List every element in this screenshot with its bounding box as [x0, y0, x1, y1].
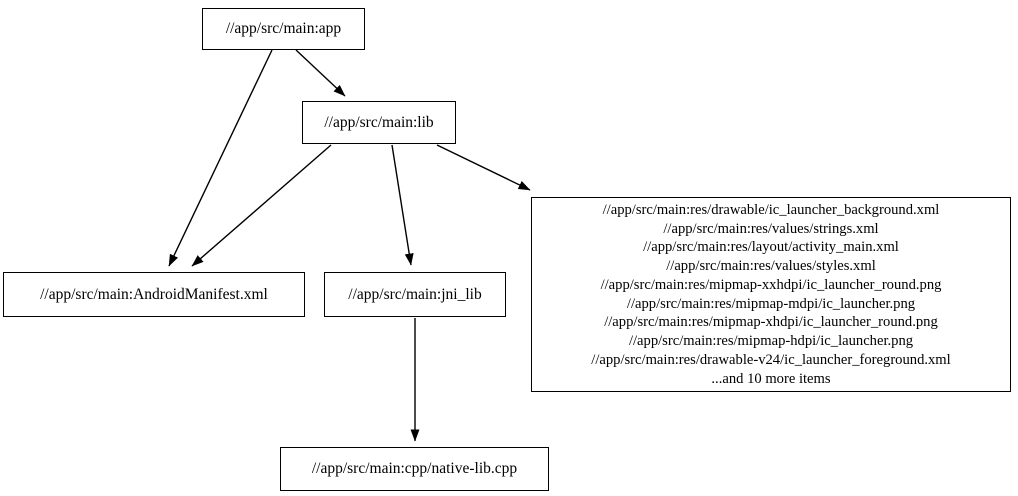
- node-res-group[interactable]: //app/src/main:res/drawable/ic_launcher_…: [531, 197, 1011, 392]
- edge-app-to-manifest: [168, 49, 273, 267]
- node-android-manifest-label: //app/src/main:AndroidManifest.xml: [40, 285, 268, 303]
- edge-lib-to-res-group: [436, 144, 531, 191]
- edge-app-to-lib: [295, 49, 346, 97]
- node-res-group-label: //app/src/main:res/drawable/ic_launcher_…: [591, 201, 951, 387]
- node-jni-lib-label: //app/src/main:jni_lib: [348, 285, 482, 303]
- node-lib[interactable]: //app/src/main:lib: [302, 101, 456, 144]
- node-android-manifest[interactable]: //app/src/main:AndroidManifest.xml: [3, 272, 305, 317]
- edge-lib-to-manifest: [191, 144, 332, 267]
- node-jni-lib[interactable]: //app/src/main:jni_lib: [324, 272, 506, 317]
- node-app-label: //app/src/main:app: [225, 20, 342, 38]
- node-app[interactable]: //app/src/main:app: [202, 8, 365, 50]
- node-native-lib-label: //app/src/main:cpp/native-lib.cpp: [311, 460, 518, 478]
- edge-lib-to-jni-lib: [391, 144, 414, 266]
- node-native-lib[interactable]: //app/src/main:cpp/native-lib.cpp: [280, 447, 549, 491]
- node-lib-label: //app/src/main:lib: [324, 113, 434, 131]
